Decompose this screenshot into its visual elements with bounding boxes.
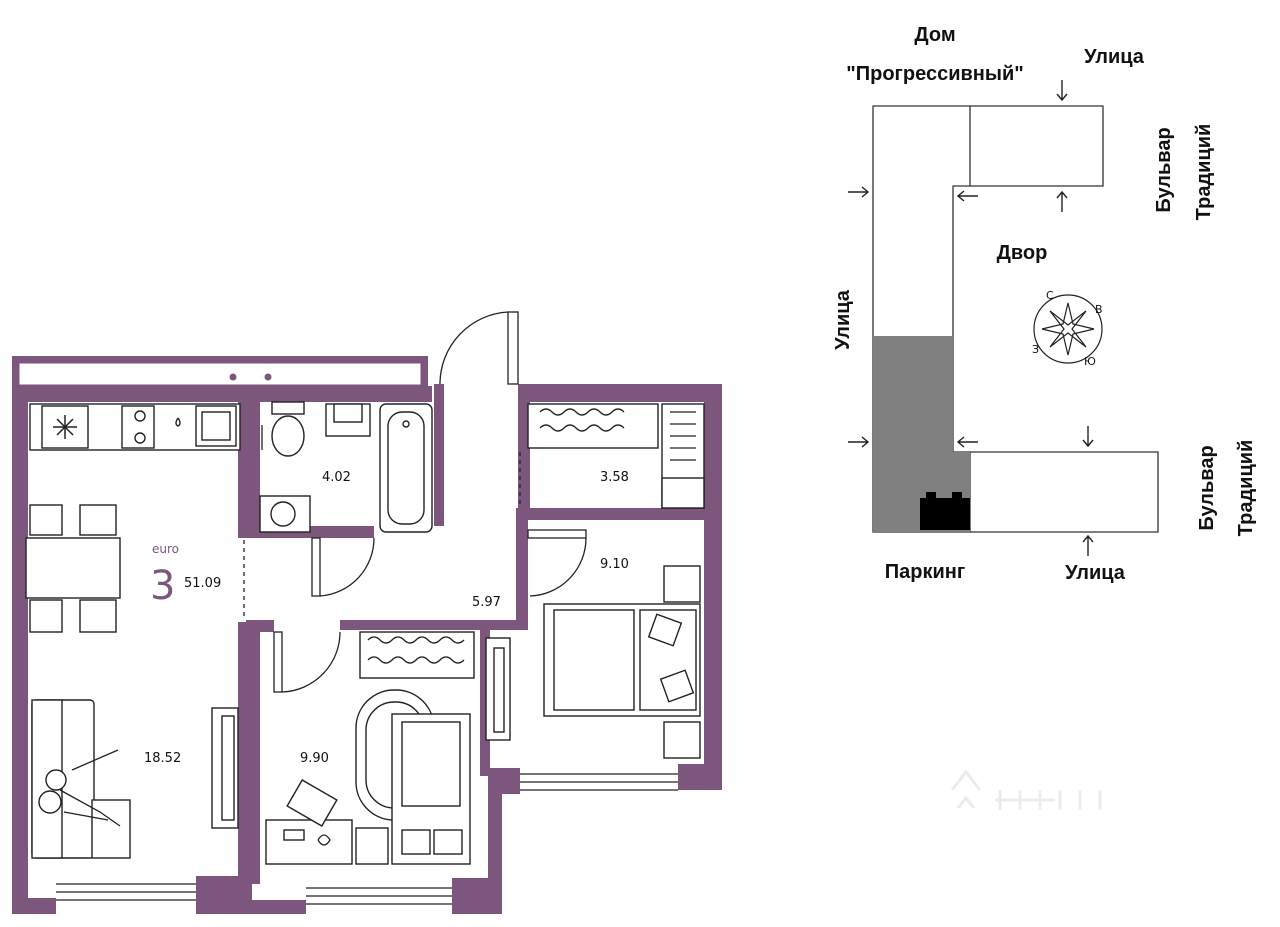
boulevard-top-line2: Традиций <box>1193 124 1215 221</box>
parking-label: Паркинг <box>885 561 965 583</box>
room-area-bathroom: 4.02 <box>322 470 351 485</box>
apartment-type-label: euro <box>152 542 179 556</box>
room-area-kitchen-living: 18.52 <box>144 751 181 766</box>
street-label-left: Улица <box>832 289 854 350</box>
boulevard-top-line1: Бульвар <box>1153 127 1175 212</box>
parking-area <box>873 336 970 532</box>
windows <box>16 360 678 905</box>
bedroom-right-furniture <box>485 565 701 759</box>
entrance-marker <box>920 492 970 530</box>
room-area-storage: 3.58 <box>600 470 629 485</box>
building-name-line1: Дом <box>914 24 955 46</box>
apartment-rooms-count: 3 <box>150 563 175 609</box>
bathroom-fixtures <box>259 401 433 533</box>
apartment-total-area: 51.09 <box>184 576 221 591</box>
room-area-bedroom-left: 9.90 <box>300 751 329 766</box>
site-plan: Дом "Прогрессивный" Улица Бульвар Традиц… <box>832 24 1257 584</box>
living-sofa <box>31 699 131 859</box>
compass-west: З <box>1032 343 1039 356</box>
bedroom-left-furniture <box>265 631 475 865</box>
kitchen-counter <box>29 403 241 451</box>
boulevard-bottom-line2: Традиций <box>1235 440 1257 537</box>
snowflake-icon <box>53 415 77 439</box>
compass-south: Ю <box>1084 355 1096 368</box>
street-label-bottom: Улица <box>1065 562 1126 584</box>
doors <box>243 311 587 693</box>
living-tv-unit <box>211 707 239 829</box>
room-area-hallway: 5.97 <box>472 595 501 610</box>
room-area-bedroom-right: 9.10 <box>600 557 629 572</box>
apartment-badge: euro 3 51.09 <box>150 542 221 609</box>
storage-shelving <box>527 403 705 509</box>
compass-east: В <box>1095 303 1103 316</box>
compass-rose-icon: С В Ю З <box>1032 289 1103 368</box>
dining-table <box>25 504 121 633</box>
walls <box>12 356 722 914</box>
compass-north: С <box>1046 289 1054 302</box>
boulevard-bottom-line1: Бульвар <box>1196 445 1218 530</box>
watermark-icon <box>950 769 1102 810</box>
street-label-top: Улица <box>1084 46 1145 68</box>
room-labels: 18.52 4.02 3.58 5.97 9.90 9.10 <box>144 470 629 766</box>
building-name-line2: "Прогрессивный" <box>846 63 1023 85</box>
apartment-plan: 18.52 4.02 3.58 5.97 9.90 9.10 euro 3 51… <box>12 311 1102 914</box>
courtyard-label: Двор <box>997 242 1048 264</box>
entrance-arrow-icon <box>848 80 1094 556</box>
